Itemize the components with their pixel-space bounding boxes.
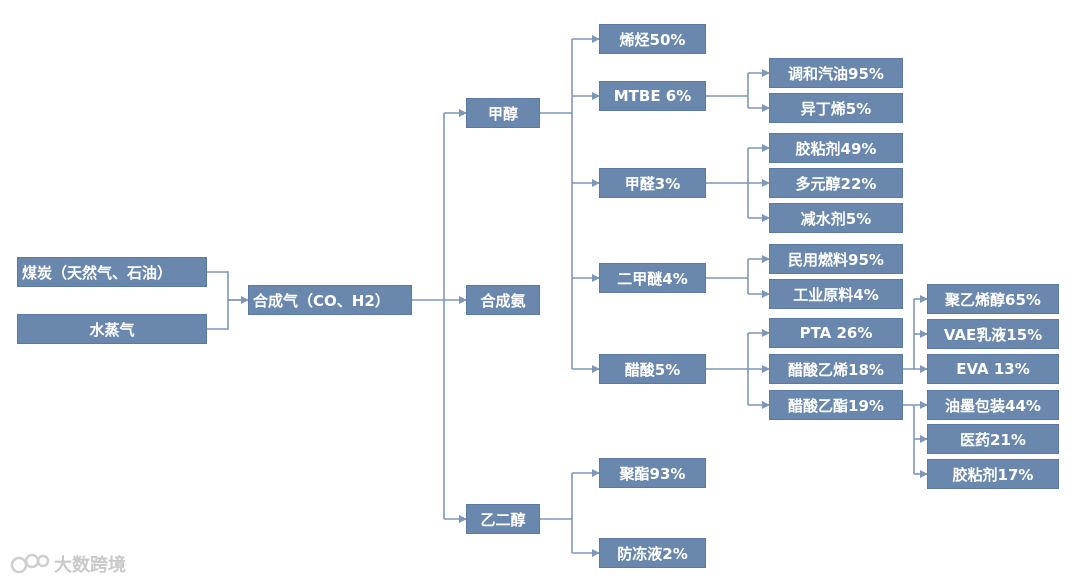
node-water-reducer: 减水剂5% bbox=[769, 203, 903, 233]
node-civil-fuel: 民用燃料95% bbox=[769, 244, 903, 274]
node-coal: 煤炭（天然气、石油） bbox=[17, 257, 207, 287]
watermark-text: 大数跨境 bbox=[54, 555, 126, 576]
node-gasoline: 调和汽油95% bbox=[769, 58, 903, 88]
watermark-logo-icon bbox=[10, 553, 50, 574]
node-vinyl-acetate: 醋酸乙烯18% bbox=[769, 354, 903, 384]
node-ethyl-acetate: 醋酸乙酯19% bbox=[769, 390, 903, 420]
node-polyol: 多元醇22% bbox=[769, 168, 903, 198]
node-eva: EVA 13% bbox=[927, 354, 1059, 384]
node-isobutene: 异丁烯5% bbox=[769, 93, 903, 123]
node-antifreeze: 防冻液2% bbox=[599, 538, 706, 568]
node-ammonia: 合成氨 bbox=[466, 285, 540, 315]
node-industrial-material: 工业原料4% bbox=[769, 279, 903, 309]
node-methanol: 甲醇 bbox=[466, 98, 540, 128]
node-formaldehyde: 甲醛3% bbox=[599, 168, 706, 198]
node-olefin: 烯烃50% bbox=[599, 24, 706, 54]
node-glycol: 乙二醇 bbox=[466, 504, 540, 534]
node-steam: 水蒸气 bbox=[17, 314, 207, 344]
node-pva: 聚乙烯醇65% bbox=[927, 284, 1059, 314]
node-adhesive-49: 胶粘剂49% bbox=[769, 133, 903, 163]
node-pharma: 医药21% bbox=[927, 424, 1059, 454]
node-acetic: 醋酸5% bbox=[599, 354, 706, 384]
node-vae: VAE乳液15% bbox=[927, 319, 1059, 349]
node-syngas: 合成气（CO、H2） bbox=[248, 285, 412, 315]
node-ink-packaging: 油墨包装44% bbox=[927, 390, 1059, 420]
node-dme: 二甲醚4% bbox=[599, 263, 706, 293]
node-polyester: 聚酯93% bbox=[599, 458, 706, 488]
watermark: 大数跨境 bbox=[10, 551, 126, 577]
node-adhesive-17: 胶粘剂17% bbox=[927, 459, 1059, 489]
connector-steam-syngas bbox=[207, 300, 229, 330]
node-pta: PTA 26% bbox=[769, 318, 903, 348]
connector-coal-syngas bbox=[207, 271, 248, 301]
node-mtbe: MTBE 6% bbox=[599, 81, 706, 111]
